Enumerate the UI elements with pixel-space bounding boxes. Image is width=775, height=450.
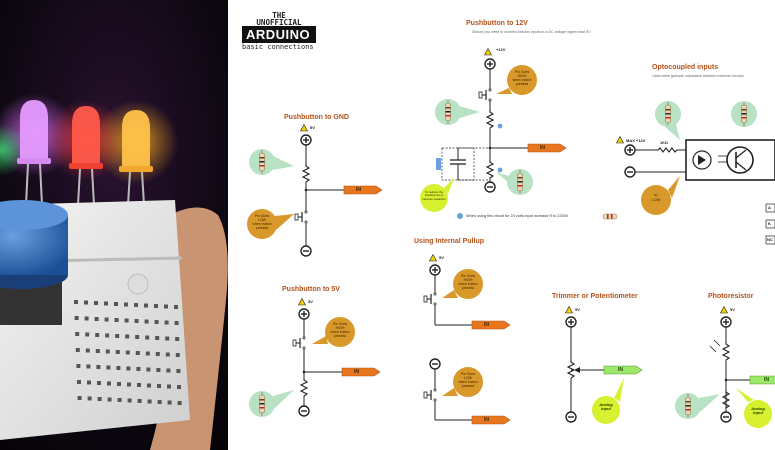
- circuit-pushbutton-to-gnd: [247, 124, 383, 257]
- title-trimmer: Trimmer or Potentiometer: [552, 293, 638, 300]
- unofficial-arduino-logo: THE UNOFFICIAL ARDUINO basic connections: [242, 12, 316, 51]
- title-pushbutton-gnd: Pushbutton to GND: [284, 114, 349, 121]
- supply-photoresistor: 5V: [730, 307, 735, 312]
- schematic-drawing: [247, 48, 775, 428]
- logo-tagline: basic connections: [242, 43, 314, 51]
- breadboard-photo: [0, 0, 228, 450]
- yellow-led: [119, 110, 153, 206]
- supply-pullup: 5V: [439, 255, 444, 260]
- in-label-5v: IN: [354, 369, 359, 375]
- purple-led: [17, 100, 51, 206]
- title-optocoupled: Optocoupled inputs: [652, 64, 719, 71]
- opto-table-a: A: [768, 205, 771, 210]
- logo-line-unofficial: UNOFFICIAL: [256, 18, 302, 27]
- circuit-pushbutton-to-5v: [248, 298, 381, 418]
- opto-resistor-value: 1KΩ: [660, 141, 668, 145]
- opto-table-nc: NC: [767, 237, 773, 242]
- big-push-button: [0, 200, 68, 325]
- supply-gnd-section: 5V: [310, 125, 315, 130]
- circuit-internal-pullup: [423, 254, 511, 425]
- capacitor-note: To reduce the interference a ceramic cap…: [422, 190, 446, 201]
- subtitle-pushbutton-12v: Should you need to connect Arduino input…: [472, 30, 591, 34]
- circuit-trimmer: [565, 306, 643, 424]
- pin-bubble-12v: Pin Goes HIGH when button pressed: [512, 70, 532, 86]
- circuit-optocoupler: [616, 100, 775, 245]
- supply-trimmer: 5V: [575, 307, 580, 312]
- subtitle-optocoupled: Used when galvanic separation between ex…: [652, 74, 744, 78]
- red-led: [69, 106, 103, 206]
- connections-sheet: THE UNOFFICIAL ARDUINO basic connections…: [228, 0, 775, 450]
- opto-max-voltage: MAX +12V: [626, 138, 646, 143]
- title-pushbutton-12v: Pushbutton to 12V: [466, 20, 528, 27]
- in-label-12v: IN: [540, 145, 545, 151]
- pin-bubble-gnd: Pin Goes LOW when button pressed: [252, 214, 272, 230]
- circuit-photoresistor: [674, 306, 775, 428]
- pin-bubble-pullup-low: Pin Goes LOW when button pressed: [458, 372, 478, 388]
- title-internal-pullup: Using Internal Pullup: [414, 238, 485, 245]
- circuit-pushbutton-to-12v: [420, 48, 618, 220]
- pin-bubble-5v: Pin Goes HIGH when button pressed: [330, 322, 350, 338]
- in-label-gnd: IN: [356, 187, 361, 193]
- footnote-24v: When using this circuit for 24 volts inp…: [466, 214, 568, 218]
- analog-input-photoresistor: Analog Input: [751, 406, 765, 416]
- analog-input-trimmer: Analog Input: [599, 402, 613, 412]
- title-photoresistor: Photoresistor: [708, 293, 754, 300]
- opto-table-k: K: [768, 221, 771, 226]
- in-label-pullup-high: IN: [484, 322, 489, 328]
- in-label-trimmer: IN: [618, 367, 623, 373]
- in-label-photoresistor: IN: [764, 377, 769, 383]
- opto-pin-bubble: Vₒ LOW: [651, 192, 661, 202]
- logo-line-the: THE: [272, 11, 286, 20]
- supply-5v-section: 5V: [308, 299, 313, 304]
- supply-12v: +12V: [496, 47, 506, 52]
- pin-bubble-pullup-high: Pin Goes HIGH when button pressed: [458, 274, 478, 290]
- title-pushbutton-5v: Pushbutton to 5V: [282, 286, 340, 293]
- in-label-pullup-low: IN: [484, 417, 489, 423]
- logo-brand: ARDUINO: [242, 26, 316, 43]
